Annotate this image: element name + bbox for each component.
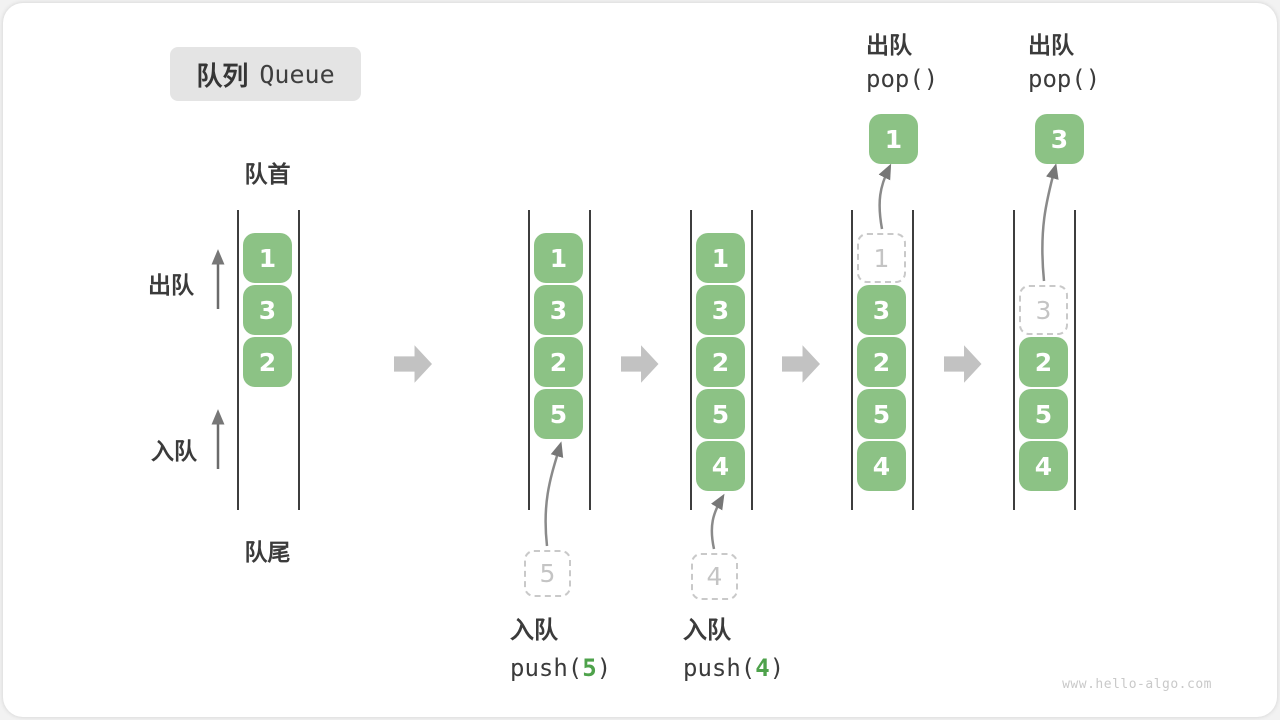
queue-slot: 2 bbox=[534, 337, 583, 387]
queue-rail-left bbox=[851, 210, 853, 510]
queue-slot: 2 bbox=[696, 337, 745, 387]
incoming-element: 4 bbox=[691, 553, 738, 600]
queue-slot: 1 bbox=[243, 233, 292, 283]
queue-slot-dashed: 3 bbox=[1019, 285, 1068, 335]
queue-slot: 3 bbox=[696, 285, 745, 335]
enqueue-op-label: 入队 push(5) bbox=[510, 613, 611, 687]
queue-rail-right bbox=[1074, 210, 1076, 510]
queue-slot-dashed: 1 bbox=[857, 233, 906, 283]
dequeue-op-code: pop() bbox=[866, 65, 939, 93]
dequeue-side-label: 出队 bbox=[148, 272, 194, 298]
queue-rail-left bbox=[528, 210, 530, 510]
dequeue-op-label: 出队 pop() bbox=[866, 28, 938, 96]
dequeue-op-zh: 出队 bbox=[866, 32, 912, 58]
queue-rail-left bbox=[237, 210, 239, 510]
queue-slot: 5 bbox=[857, 389, 906, 439]
popped-element: 1 bbox=[869, 114, 918, 164]
watermark: www.hello-algo.com bbox=[1062, 677, 1212, 692]
queue-rail-right bbox=[298, 210, 300, 510]
queue-slot: 1 bbox=[696, 233, 745, 283]
queue-slot: 2 bbox=[857, 337, 906, 387]
queue-slot: 5 bbox=[1019, 389, 1068, 439]
enqueue-op-code: push(5) bbox=[510, 654, 612, 682]
queue-slot: 1 bbox=[534, 233, 583, 283]
queue-slot: 3 bbox=[243, 285, 292, 335]
popped-element: 3 bbox=[1035, 114, 1084, 164]
queue-rail-right bbox=[589, 210, 591, 510]
queue-rail-left bbox=[1013, 210, 1015, 510]
queue-slot: 3 bbox=[857, 285, 906, 335]
dequeue-op-code: pop() bbox=[1028, 65, 1101, 93]
queue-rail-right bbox=[912, 210, 914, 510]
queue-slot: 5 bbox=[534, 389, 583, 439]
title-en: Queue bbox=[259, 59, 335, 89]
dequeue-op-zh: 出队 bbox=[1028, 32, 1074, 58]
enqueue-op-zh: 入队 bbox=[683, 617, 731, 644]
enqueue-op-code: push(4) bbox=[683, 654, 785, 682]
queue-rail-right bbox=[751, 210, 753, 510]
enqueue-side-label: 入队 bbox=[151, 438, 197, 464]
queue-rear-label: 队尾 bbox=[244, 539, 291, 565]
queue-slot: 4 bbox=[696, 441, 745, 491]
title-zh: 队列 bbox=[196, 60, 249, 91]
queue-slot: 2 bbox=[243, 337, 292, 387]
enqueue-op-zh: 入队 bbox=[510, 617, 558, 644]
queue-slot: 5 bbox=[696, 389, 745, 439]
queue-slot: 4 bbox=[857, 441, 906, 491]
queue-slot: 2 bbox=[1019, 337, 1068, 387]
queue-rail-left bbox=[690, 210, 692, 510]
queue-slot: 4 bbox=[1019, 441, 1068, 491]
queue-slot: 3 bbox=[534, 285, 583, 335]
incoming-element: 5 bbox=[524, 550, 571, 597]
enqueue-op-arg: 4 bbox=[755, 654, 770, 682]
queue-front-label: 队首 bbox=[244, 161, 291, 187]
diagram-title-box: 队列 Queue bbox=[170, 47, 361, 101]
enqueue-op-arg: 5 bbox=[582, 654, 597, 682]
enqueue-op-label: 入队 push(4) bbox=[683, 613, 784, 687]
dequeue-op-label: 出队 pop() bbox=[1028, 28, 1100, 96]
